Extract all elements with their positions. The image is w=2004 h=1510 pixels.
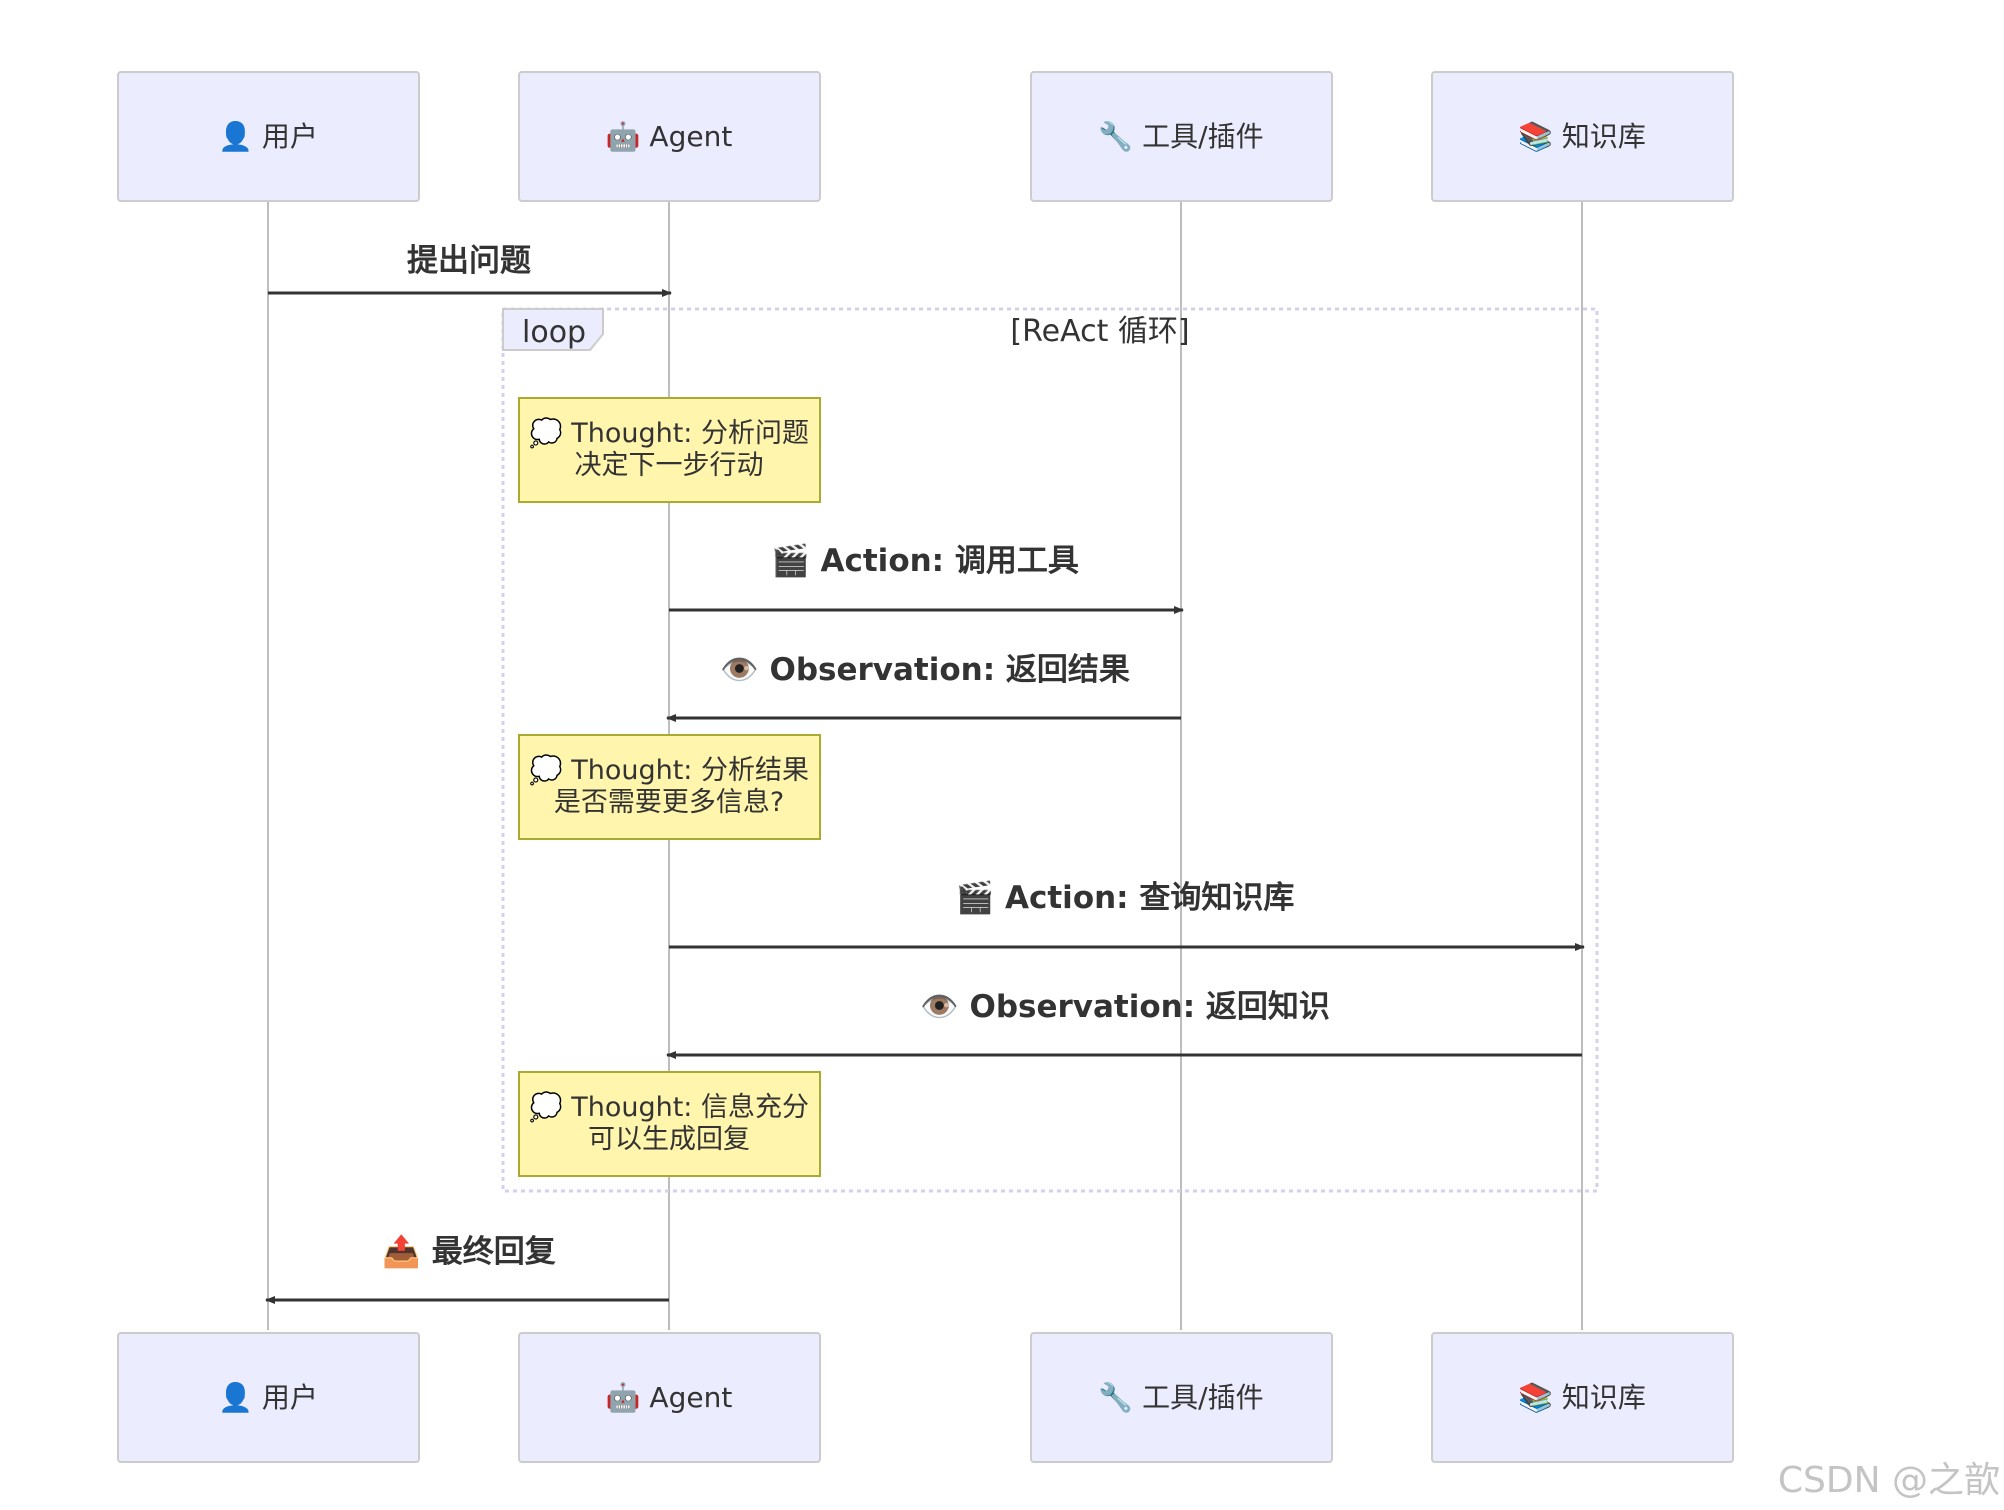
actor-kb-label-bottom: 📚 知识库 xyxy=(1518,1381,1646,1414)
note-thought-2-line-2: 是否需要更多信息? xyxy=(554,787,784,818)
actor-user-top: 👤 用户 xyxy=(117,71,420,202)
actor-tools-label: 🔧 工具/插件 xyxy=(1098,119,1263,153)
actor-tools-label-bottom: 🔧 工具/插件 xyxy=(1098,1380,1263,1414)
loop-frame xyxy=(501,307,1599,1193)
actor-user-bottom: 👤 用户 xyxy=(117,1332,420,1463)
message-ask-question-label: 提出问题 xyxy=(407,243,531,279)
note-thought-2: 💭 Thought: 分析结果 是否需要更多信息? xyxy=(518,734,821,840)
loop-condition: [ReAct 循环] xyxy=(1010,314,1189,349)
message-action-call-tool-label: 🎬 Action: 调用工具 xyxy=(771,542,1079,579)
message-final-reply-label: 📤 最终回复 xyxy=(382,1233,555,1270)
note-thought-1: 💭 Thought: 分析问题 决定下一步行动 xyxy=(518,397,821,503)
message-action-query-kb-label: 🎬 Action: 查询知识库 xyxy=(956,879,1295,916)
message-observation-knowledge-label: 👁️ Observation: 返回知识 xyxy=(920,989,1330,1025)
actor-kb-top: 📚 知识库 xyxy=(1431,71,1734,202)
note-thought-3-line-1: 💭 Thought: 信息充分 xyxy=(529,1090,809,1123)
actor-agent-label: 🤖 Agent xyxy=(606,120,733,153)
actor-kb-label: 📚 知识库 xyxy=(1518,120,1646,153)
message-observation-result-label: 👁️ Observation: 返回结果 xyxy=(720,652,1130,688)
note-thought-1-line-1: 💭 Thought: 分析问题 xyxy=(529,416,809,449)
actor-user-label: 👤 用户 xyxy=(218,120,318,153)
note-thought-2-line-1: 💭 Thought: 分析结果 xyxy=(529,753,809,786)
actor-kb-bottom: 📚 知识库 xyxy=(1431,1332,1734,1463)
watermark: CSDN @之歆 xyxy=(1778,1460,2000,1501)
loop-label-box xyxy=(502,308,604,351)
loop-keyword: loop xyxy=(522,315,586,350)
actor-user-label-bottom: 👤 用户 xyxy=(218,1381,318,1414)
note-thought-3: 💭 Thought: 信息充分 可以生成回复 xyxy=(518,1071,821,1177)
note-thought-1-line-2: 决定下一步行动 xyxy=(575,450,764,481)
note-thought-3-line-2: 可以生成回复 xyxy=(588,1124,750,1155)
actor-agent-label-bottom: 🤖 Agent xyxy=(606,1381,733,1414)
actor-tools-bottom: 🔧 工具/插件 xyxy=(1030,1332,1333,1463)
actor-agent-bottom: 🤖 Agent xyxy=(518,1332,821,1463)
actor-tools-top: 🔧 工具/插件 xyxy=(1030,71,1333,202)
actor-agent-top: 🤖 Agent xyxy=(518,71,821,202)
